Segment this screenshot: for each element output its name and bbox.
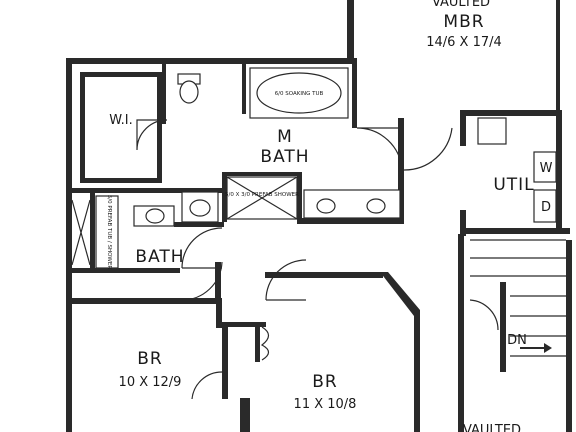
walls (66, 0, 572, 432)
hall-bath-label: BATH (135, 247, 184, 267)
master-bath-label-2: BATH (260, 147, 309, 167)
bedroom-right-dims: 11 X 10/8 (294, 397, 357, 412)
doors (136, 119, 499, 400)
stairs (470, 239, 566, 357)
hall-tub-label: 5/0 PREFAB TUB / SHOWER (106, 195, 112, 270)
bedroom-right-name: BR (312, 372, 337, 392)
dryer-label: D (541, 200, 551, 215)
master-bath-fixtures: 6/0 SOAKING TUB 5/0 X 3/0 PREFAB SHOWER (177, 67, 401, 223)
utility-label: UTIL (493, 175, 534, 195)
washer-label: W (540, 161, 553, 176)
bedroom-left-dims: 10 X 12/9 (119, 375, 182, 390)
room-labels: VAULTED MBR 14/6 X 17/4 W.I. M BATH UTIL… (109, 0, 552, 432)
bedroom-left-name: BR (137, 349, 162, 369)
utility-fixtures (477, 117, 557, 223)
master-bath-label-1: M (277, 127, 293, 147)
hall-bath-fixtures: 5/0 PREFAB TUB / SHOWER (71, 195, 175, 270)
shower-label: 5/0 X 3/0 PREFAB SHOWER (225, 192, 299, 198)
bottom-vaulted-note: VAULTED (463, 423, 521, 432)
mbr-name: MBR (443, 12, 484, 32)
mbr-vaulted-note: VAULTED (432, 0, 490, 10)
soaking-tub-label: 6/0 SOAKING TUB (275, 91, 324, 97)
walk-in-label: W.I. (109, 113, 132, 128)
stair-down-label: DN (507, 333, 527, 348)
mbr-dims: 14/6 X 17/4 (426, 35, 502, 50)
